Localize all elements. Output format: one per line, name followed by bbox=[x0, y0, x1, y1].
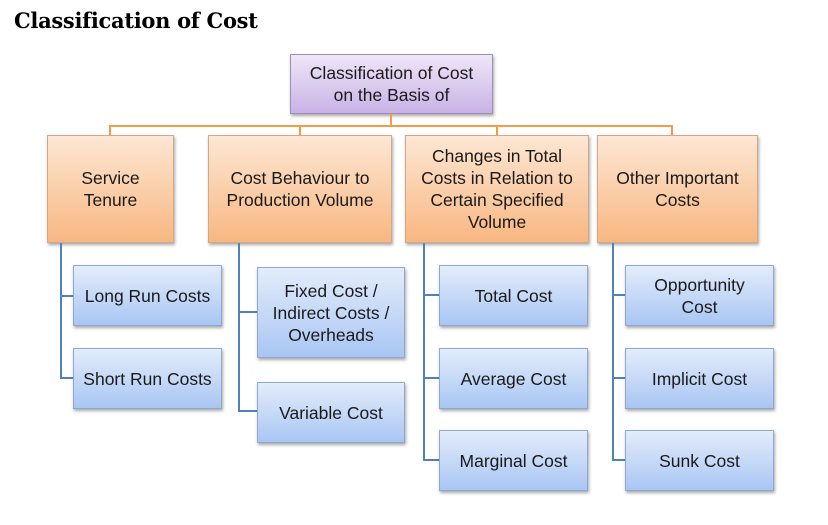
leaf-node-sunk-cost: Sunk Cost bbox=[625, 430, 774, 491]
leaf-connector-h bbox=[423, 459, 439, 461]
leaf-connector-vertical-2 bbox=[238, 243, 240, 412]
category-node-other-important-costs: Other Important Costs bbox=[597, 135, 758, 243]
category-connector-4 bbox=[671, 125, 673, 136]
leaf-connector-vertical-1 bbox=[60, 243, 62, 379]
leaf-connector-h bbox=[60, 295, 73, 297]
leaf-connector-vertical-4 bbox=[612, 243, 614, 461]
leaf-label: Opportunity Cost bbox=[654, 274, 745, 317]
leaf-node-average-cost: Average Cost bbox=[439, 348, 588, 409]
root-node: Classification of Cost on the Basis of bbox=[290, 54, 493, 114]
leaf-connector-h bbox=[60, 377, 73, 379]
root-connector-vertical bbox=[390, 114, 392, 126]
leaf-label: Total Cost bbox=[474, 285, 553, 306]
leaf-node-variable-cost: Variable Cost bbox=[257, 382, 405, 443]
leaf-label: Fixed Cost / Indirect Costs / Overheads bbox=[272, 280, 390, 345]
category-connector-2 bbox=[299, 125, 301, 136]
leaf-node-fixed-cost: Fixed Cost / Indirect Costs / Overheads bbox=[257, 267, 405, 358]
category-connector-horizontal bbox=[109, 125, 673, 127]
leaf-label: Marginal Cost bbox=[459, 450, 568, 471]
category-connector-3 bbox=[496, 125, 498, 136]
leaf-node-implicit-cost: Implicit Cost bbox=[625, 348, 774, 409]
root-node-label: Classification of Cost on the Basis of bbox=[309, 63, 474, 105]
category-node-service-tenure: Service Tenure bbox=[47, 135, 174, 243]
leaf-node-short-run-costs: Short Run Costs bbox=[73, 348, 222, 409]
leaf-connector-h bbox=[423, 294, 439, 296]
page-title: Classification of Cost bbox=[14, 8, 258, 33]
leaf-connector-h bbox=[612, 459, 625, 461]
leaf-node-opportunity-cost: Opportunity Cost bbox=[625, 265, 774, 326]
category-label: Service Tenure bbox=[81, 168, 140, 210]
leaf-label: Sunk Cost bbox=[659, 450, 740, 471]
leaf-label: Variable Cost bbox=[279, 402, 383, 423]
leaf-label: Average Cost bbox=[460, 368, 567, 389]
category-node-changes-in-total-costs: Changes in Total Costs in Relation to Ce… bbox=[405, 135, 589, 243]
leaf-connector-h bbox=[238, 410, 257, 412]
leaf-connector-h bbox=[612, 294, 625, 296]
leaf-label: Long Run Costs bbox=[84, 285, 211, 306]
category-connector-1 bbox=[109, 125, 111, 136]
leaf-connector-h bbox=[423, 377, 439, 379]
leaf-connector-vertical-3 bbox=[423, 243, 425, 461]
category-label: Cost Behaviour to Production Volume bbox=[226, 168, 374, 210]
leaf-node-long-run-costs: Long Run Costs bbox=[73, 265, 222, 326]
leaf-label: Implicit Cost bbox=[651, 368, 748, 389]
category-label: Other Important Costs bbox=[616, 168, 739, 210]
leaf-label: Short Run Costs bbox=[83, 368, 212, 389]
category-label: Changes in Total Costs in Relation to Ce… bbox=[421, 146, 573, 232]
leaf-node-marginal-cost: Marginal Cost bbox=[439, 430, 588, 491]
category-node-cost-behaviour: Cost Behaviour to Production Volume bbox=[208, 135, 392, 243]
leaf-connector-h bbox=[238, 311, 257, 313]
leaf-node-total-cost: Total Cost bbox=[439, 265, 588, 326]
leaf-connector-h bbox=[612, 377, 625, 379]
